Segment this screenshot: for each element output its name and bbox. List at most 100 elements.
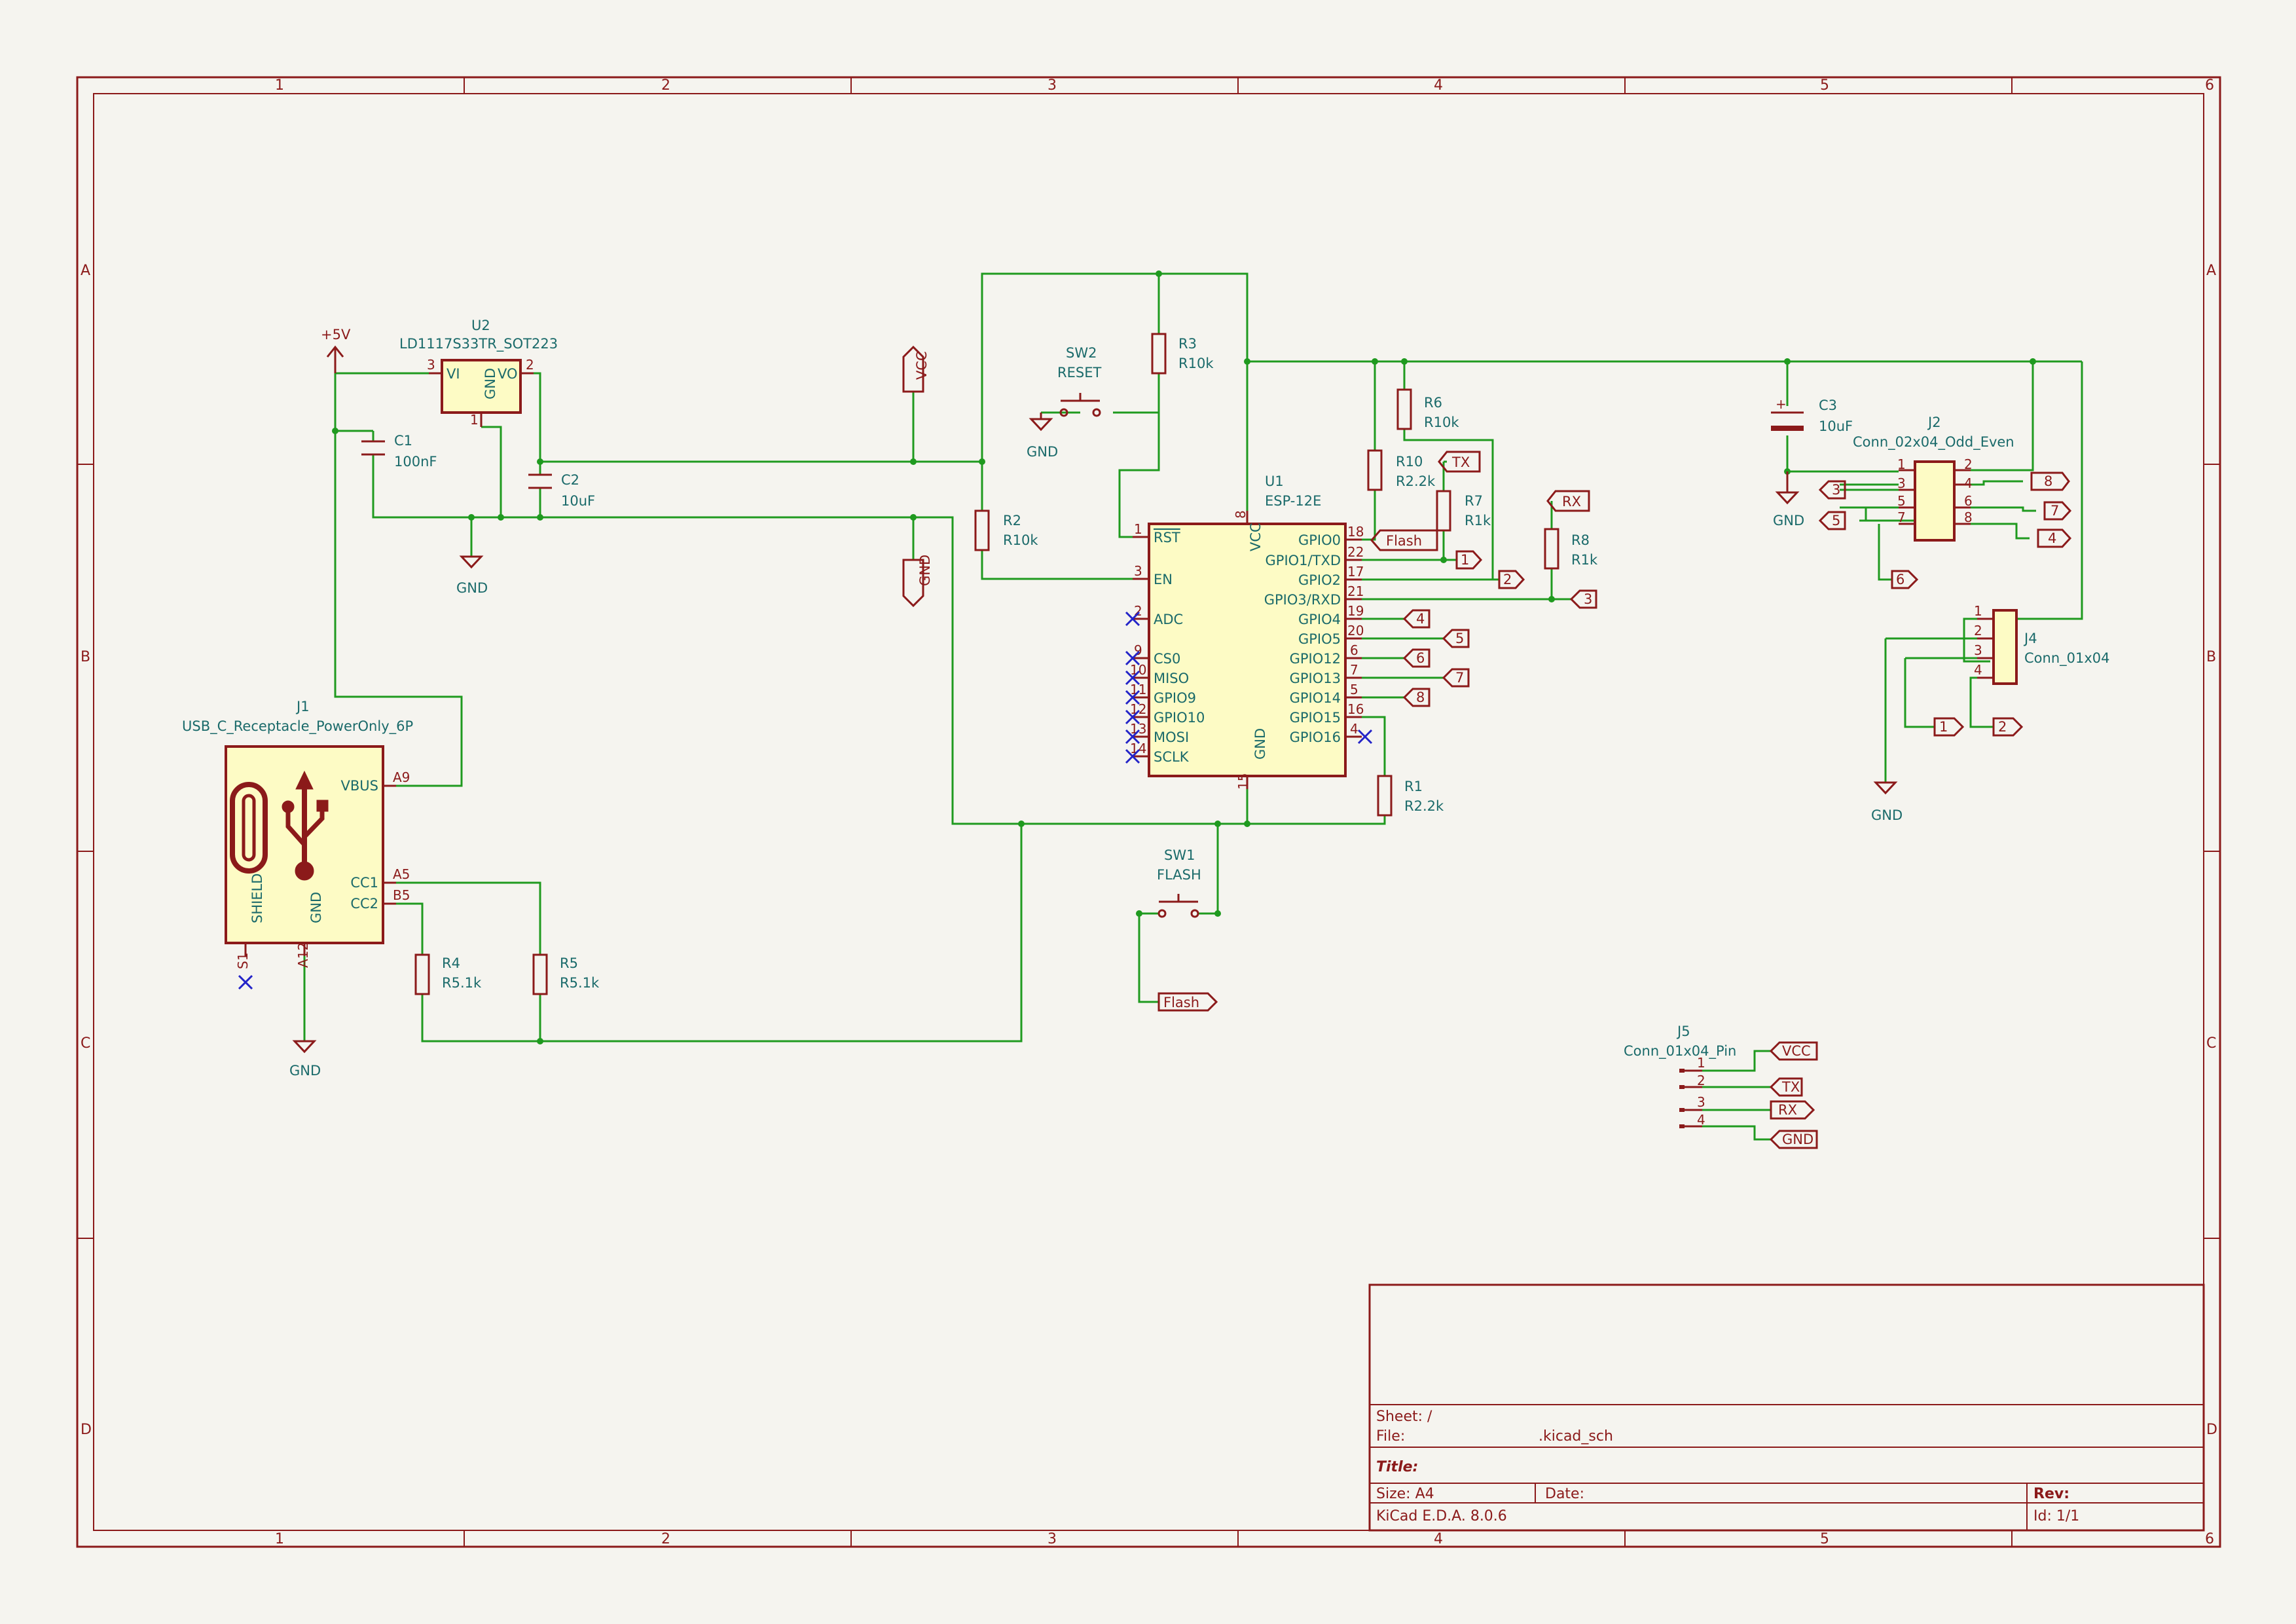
connector-j2[interactable]: J2 Conn_02x04_Odd_Even 1 3 5 7 2 4 6 8 bbox=[1853, 415, 2014, 542]
j1-pin-cc2: CC2 bbox=[350, 896, 378, 912]
u1-pin-num-gpio1: 22 bbox=[1347, 544, 1364, 560]
resistor-r8[interactable]: R8 R1k bbox=[1544, 528, 1598, 570]
capacitor-c3[interactable]: + C3 10uF bbox=[1771, 396, 1853, 434]
resistor-r1[interactable]: R1 R2.2k bbox=[1377, 775, 1444, 817]
title-block: Sheet: / File: .kicad_sch Title: Size: A… bbox=[1368, 1283, 2205, 1532]
power-gnd-usb: GND bbox=[289, 1040, 321, 1079]
resistor-r2[interactable]: R2 R10k bbox=[974, 509, 1038, 551]
r3-value: R10k bbox=[1178, 356, 1214, 371]
resistor-r3[interactable]: R3 R10k bbox=[1151, 333, 1214, 375]
label-1-gpio1: 1 bbox=[1461, 552, 1469, 568]
u1-pin-num-gnd: 15 bbox=[1235, 773, 1251, 790]
u1-pin-num-en: 3 bbox=[1134, 563, 1142, 579]
row-label-right-c: C bbox=[2206, 1035, 2216, 1052]
r4-ref: R4 bbox=[442, 955, 460, 971]
j1-pin-num-a12: A12 bbox=[295, 942, 311, 968]
col-label-top-2: 2 bbox=[661, 77, 670, 94]
gnd-vertical-label: GND bbox=[917, 555, 933, 586]
capacitor-c1[interactable]: C1 100nF bbox=[361, 433, 437, 470]
u1-pin-gpio5: GPIO5 bbox=[1298, 631, 1341, 647]
connector-j5[interactable]: J5 Conn_01x04_Pin 1 2 3 4 bbox=[1624, 1024, 1736, 1128]
u1-pin-gpio14: GPIO14 bbox=[1290, 690, 1341, 706]
r2-ref: R2 bbox=[1003, 513, 1021, 528]
u1-pin-num-gpio0: 18 bbox=[1347, 524, 1364, 540]
resistor-r5[interactable]: R5 R5.1k bbox=[532, 953, 600, 995]
col-label-top-3: 3 bbox=[1048, 77, 1057, 94]
j5-ref: J5 bbox=[1676, 1024, 1690, 1039]
label-5-gpio5: 5 bbox=[1455, 631, 1464, 646]
j2-pin-6: 6 bbox=[1964, 493, 1973, 509]
r6-ref: R6 bbox=[1424, 395, 1442, 411]
j2-pin-5: 5 bbox=[1897, 493, 1906, 509]
u1-pin-gpio12: GPIO12 bbox=[1290, 651, 1341, 667]
col-label-bottom-6: 6 bbox=[2205, 1531, 2214, 1547]
gnd-label-usb: GND bbox=[289, 1063, 321, 1079]
title-block-tool: KiCad E.D.A. 8.0.6 bbox=[1376, 1508, 1507, 1524]
col-label-top-5: 5 bbox=[1820, 77, 1829, 94]
j4-ref: J4 bbox=[2023, 631, 2037, 646]
label-2-gpio2: 2 bbox=[1503, 572, 1512, 587]
u1-pin-gpio13: GPIO13 bbox=[1290, 671, 1341, 686]
u2-pin-vo: VO bbox=[498, 366, 518, 382]
label-5-j2: 5 bbox=[1832, 513, 1840, 528]
global-label-gnd-vertical: GND bbox=[902, 555, 933, 608]
j1-pin-num-a9: A9 bbox=[393, 769, 410, 785]
label-vcc-j5: VCC bbox=[1782, 1043, 1811, 1059]
u1-pin-cs0: CS0 bbox=[1154, 651, 1180, 667]
plus5v-label: +5V bbox=[321, 327, 351, 342]
title-block-sheet: Sheet: / bbox=[1376, 1409, 1432, 1425]
connector-j4[interactable]: J4 Conn_01x04 1 2 3 4 bbox=[1974, 603, 2110, 685]
u2-ldo[interactable]: U2 LD1117S33TR_SOT223 3 2 1 VI VO GND bbox=[399, 318, 558, 428]
label-flash-sw1: Flash bbox=[1163, 995, 1199, 1010]
j1-pin-vbus: VBUS bbox=[341, 778, 378, 794]
vcc-vertical-label: VCC bbox=[914, 351, 930, 380]
power-gnd-j4: GND bbox=[1871, 781, 1903, 823]
u1-ref: U1 bbox=[1265, 473, 1284, 489]
u1-pin-gpio3-rxd: GPIO3/RXD bbox=[1264, 592, 1341, 608]
gnd-label-c3: GND bbox=[1773, 513, 1804, 528]
u1-pin-gpio15: GPIO15 bbox=[1290, 710, 1341, 726]
r6-value: R10k bbox=[1424, 415, 1459, 430]
net-labels bbox=[1157, 451, 2072, 1149]
switch-sw2-reset[interactable]: SW2 RESET bbox=[1057, 345, 1101, 417]
u1-pin-miso: MISO bbox=[1154, 671, 1189, 686]
label-8-gpio14: 8 bbox=[1416, 690, 1425, 705]
resistor-r10[interactable]: R10 R2.2k bbox=[1367, 449, 1436, 491]
row-label-left-a: A bbox=[81, 263, 90, 279]
j1-pin-gnd: GND bbox=[308, 892, 324, 923]
resistor-r6[interactable]: R6 R10k bbox=[1396, 388, 1459, 430]
title-block-title: Title: bbox=[1376, 1459, 1418, 1475]
j1-pin-num-a5: A5 bbox=[393, 866, 410, 882]
connector-j1-usbc[interactable]: J1 USB_C_Receptacle_PowerOnly_6P VBUS CC… bbox=[182, 699, 413, 990]
r5-value: R5.1k bbox=[560, 975, 600, 991]
gnd-label-sw2: GND bbox=[1027, 444, 1058, 460]
switch-sw1-flash[interactable]: SW1 FLASH bbox=[1157, 847, 1201, 918]
title-block-file-value: .kicad_sch bbox=[1539, 1428, 1613, 1445]
row-label-right-d: D bbox=[2206, 1422, 2217, 1438]
j1-pin-cc1: CC1 bbox=[350, 875, 378, 891]
u1-pin-num-gpio13: 7 bbox=[1350, 662, 1358, 678]
u1-pin-rst: RST bbox=[1154, 530, 1180, 545]
label-2-j4: 2 bbox=[1998, 719, 2007, 735]
sw2-ref: SW2 bbox=[1066, 345, 1097, 361]
label-7-j2: 7 bbox=[2050, 503, 2059, 519]
u1-pin-gpio9: GPIO9 bbox=[1154, 690, 1196, 706]
resistor-r7[interactable]: R7 R1k bbox=[1436, 490, 1491, 532]
u1-esp12e[interactable]: U1 ESP-12E 1 3 2 9 10 11 12 13 14 RST EN… bbox=[1125, 473, 1373, 790]
j2-pin-3: 3 bbox=[1897, 475, 1906, 491]
c1-value: 100nF bbox=[394, 454, 437, 470]
row-label-left-b: B bbox=[81, 649, 90, 665]
label-1-j4: 1 bbox=[1939, 719, 1948, 735]
resistor-r4[interactable]: R4 R5.1k bbox=[414, 953, 482, 995]
capacitor-c2[interactable]: C2 10uF bbox=[528, 472, 595, 509]
j2-pin-7: 7 bbox=[1897, 509, 1906, 525]
u2-pin2: 2 bbox=[526, 357, 534, 373]
label-tx-j5: TX bbox=[1781, 1079, 1800, 1095]
label-4-gpio4: 4 bbox=[1416, 611, 1425, 627]
j4-pin-1: 1 bbox=[1974, 603, 1982, 619]
gnd-label-ldo: GND bbox=[456, 580, 488, 596]
c2-ref: C2 bbox=[561, 472, 579, 488]
r4-value: R5.1k bbox=[442, 975, 482, 991]
j1-pin-num-b5: B5 bbox=[393, 887, 410, 903]
